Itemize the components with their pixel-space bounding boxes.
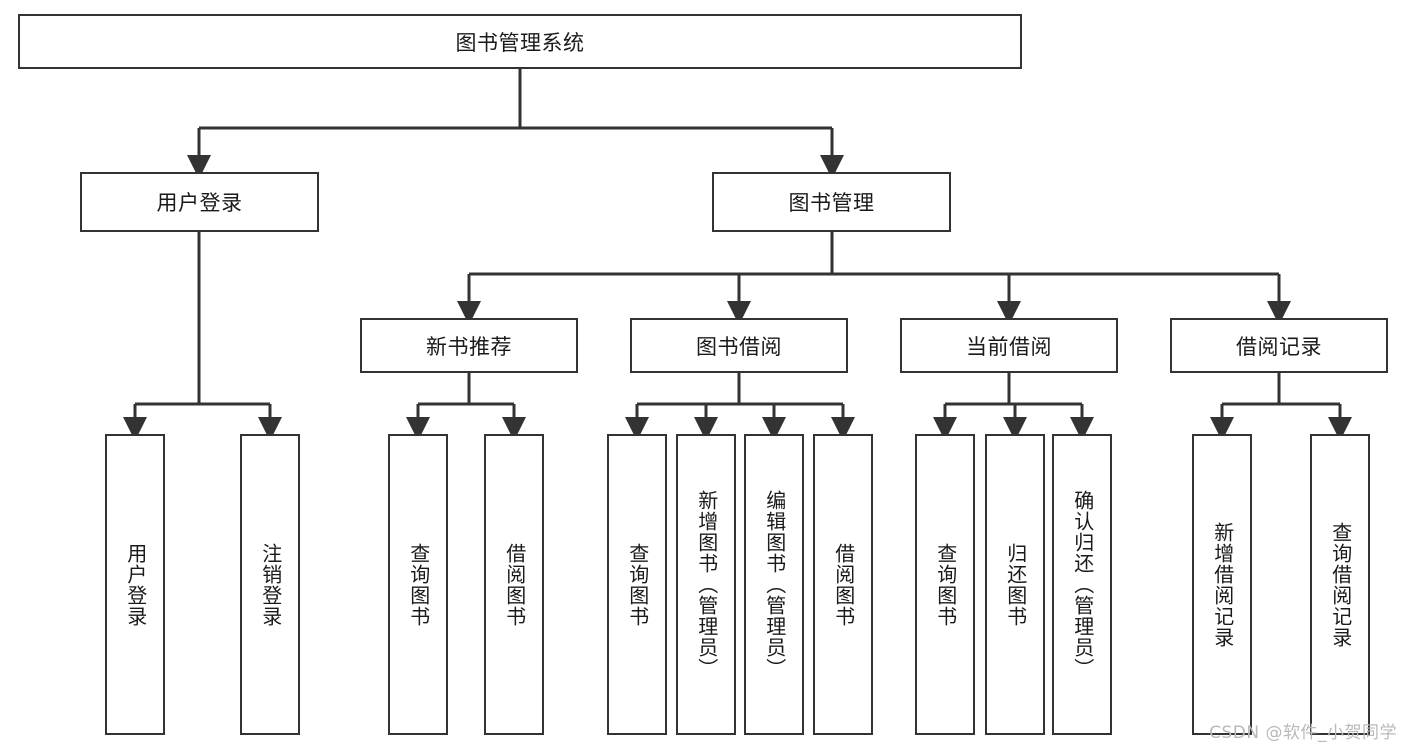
- leaf-label: 归还图书: [1003, 542, 1028, 627]
- leaf-confirm-return-admin[interactable]: 确认归还（管理员）: [1052, 434, 1112, 735]
- node-current-borrow[interactable]: 当前借阅: [900, 318, 1118, 373]
- leaf-label: 确认归还（管理员）: [1070, 490, 1095, 679]
- leaf-return-book[interactable]: 归还图书: [985, 434, 1045, 735]
- leaf-query-book-newbook[interactable]: 查询图书: [388, 434, 448, 735]
- leaf-label: 新增借阅记录: [1210, 521, 1235, 648]
- leaf-label: 新增图书（管理员）: [694, 490, 719, 679]
- node-root[interactable]: 图书管理系统: [18, 14, 1022, 69]
- leaf-borrow-book-newbook[interactable]: 借阅图书: [484, 434, 544, 735]
- leaf-query-book-borrow[interactable]: 查询图书: [607, 434, 667, 735]
- leaf-borrow-book[interactable]: 借阅图书: [813, 434, 873, 735]
- leaf-label: 查询图书: [933, 542, 958, 627]
- leaf-label: 查询借阅记录: [1328, 521, 1353, 648]
- leaf-add-book-admin[interactable]: 新增图书（管理员）: [676, 434, 736, 735]
- leaf-user-logout[interactable]: 注销登录: [240, 434, 300, 735]
- leaf-label: 查询图书: [406, 542, 431, 627]
- node-user-login[interactable]: 用户登录: [80, 172, 319, 232]
- leaf-label: 查询图书: [625, 542, 650, 627]
- leaf-add-borrow-record[interactable]: 新增借阅记录: [1192, 434, 1252, 735]
- leaf-label: 编辑图书（管理员）: [762, 490, 787, 679]
- node-book-borrow[interactable]: 图书借阅: [630, 318, 848, 373]
- leaf-label: 注销登录: [258, 542, 283, 627]
- leaf-query-borrow-record[interactable]: 查询借阅记录: [1310, 434, 1370, 735]
- node-new-book-recommend[interactable]: 新书推荐: [360, 318, 578, 373]
- leaf-query-book-current[interactable]: 查询图书: [915, 434, 975, 735]
- node-book-management[interactable]: 图书管理: [712, 172, 951, 232]
- leaf-user-login[interactable]: 用户登录: [105, 434, 165, 735]
- watermark: CSDN @软件_小贺同学: [1209, 723, 1397, 743]
- node-borrow-record[interactable]: 借阅记录: [1170, 318, 1388, 373]
- leaf-edit-book-admin[interactable]: 编辑图书（管理员）: [744, 434, 804, 735]
- leaf-label: 借阅图书: [502, 542, 527, 627]
- leaf-label: 借阅图书: [831, 542, 856, 627]
- leaf-label: 用户登录: [123, 542, 148, 627]
